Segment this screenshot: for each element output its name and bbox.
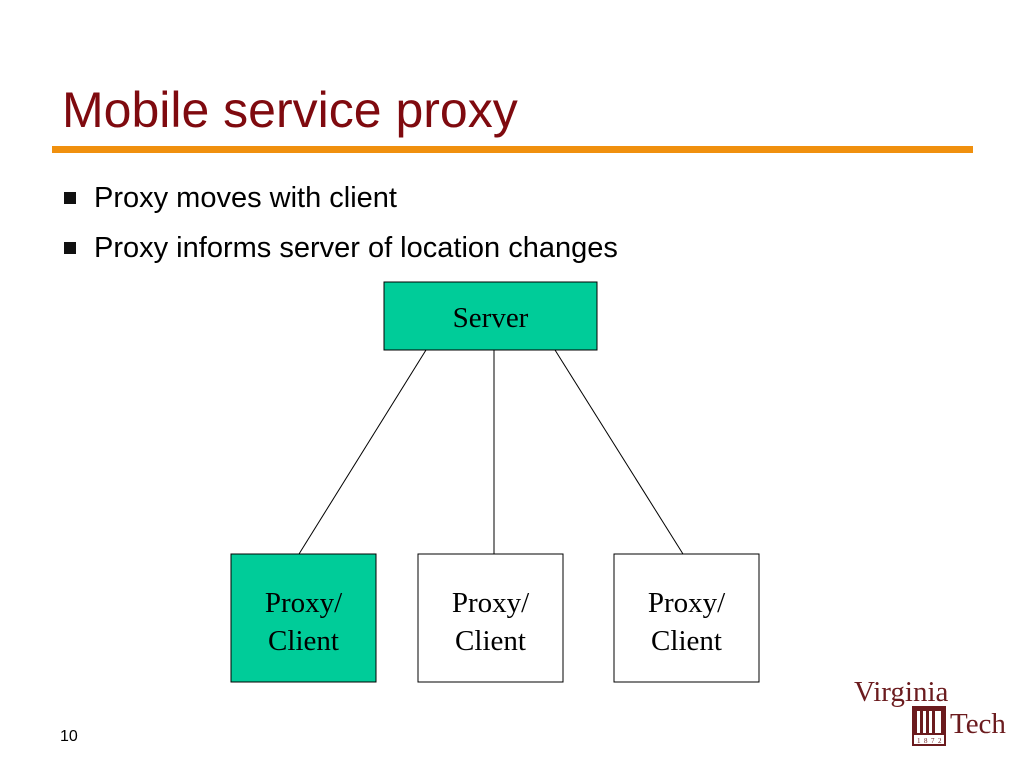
- proxy-client-label-line2: Client: [455, 625, 526, 657]
- proxy-client-node: Proxy/ Client: [230, 553, 377, 683]
- server-label: Server: [453, 302, 529, 334]
- bullet-text: Proxy moves with client: [94, 182, 397, 214]
- logo-year-digit: 1: [917, 737, 921, 745]
- bullet-text: Proxy informs server of location changes: [94, 232, 618, 264]
- proxy-client-box: [613, 553, 760, 683]
- square-bullet-icon: [64, 242, 76, 254]
- proxy-client-box: [417, 553, 564, 683]
- logo-word-tech: Tech: [950, 708, 1006, 740]
- logo-year-digit: 2: [938, 737, 942, 745]
- logo-year-digit: 7: [931, 737, 935, 745]
- proxy-client-node: Proxy/ Client: [417, 553, 564, 683]
- logo-word-virginia: Virginia: [854, 676, 949, 708]
- proxy-client-label-line2: Client: [268, 625, 339, 657]
- slide-title: Mobile service proxy: [62, 82, 518, 138]
- proxy-client-node: Proxy/ Client: [613, 553, 760, 683]
- server-node: Server: [383, 281, 598, 351]
- logo-year-digit: 8: [924, 737, 928, 745]
- proxy-client-box: [230, 553, 377, 683]
- proxy-client-label-line2: Client: [651, 625, 722, 657]
- proxy-client-label-line1: Proxy/: [452, 587, 530, 619]
- title-underline-rule: [52, 146, 973, 153]
- server-box: [383, 281, 598, 351]
- virginia-tech-logo: Virginia 1 8 7 2 Tech: [854, 676, 1006, 746]
- connector-line-left: [298, 349, 427, 555]
- square-bullet-icon: [64, 192, 76, 204]
- logo-seal-icon: 1 8 7 2: [912, 706, 946, 746]
- slide-page-number: 10: [60, 728, 78, 745]
- proxy-client-label-line1: Proxy/: [648, 587, 726, 619]
- proxy-client-label-line1: Proxy/: [265, 587, 343, 619]
- connector-line-right: [554, 349, 684, 555]
